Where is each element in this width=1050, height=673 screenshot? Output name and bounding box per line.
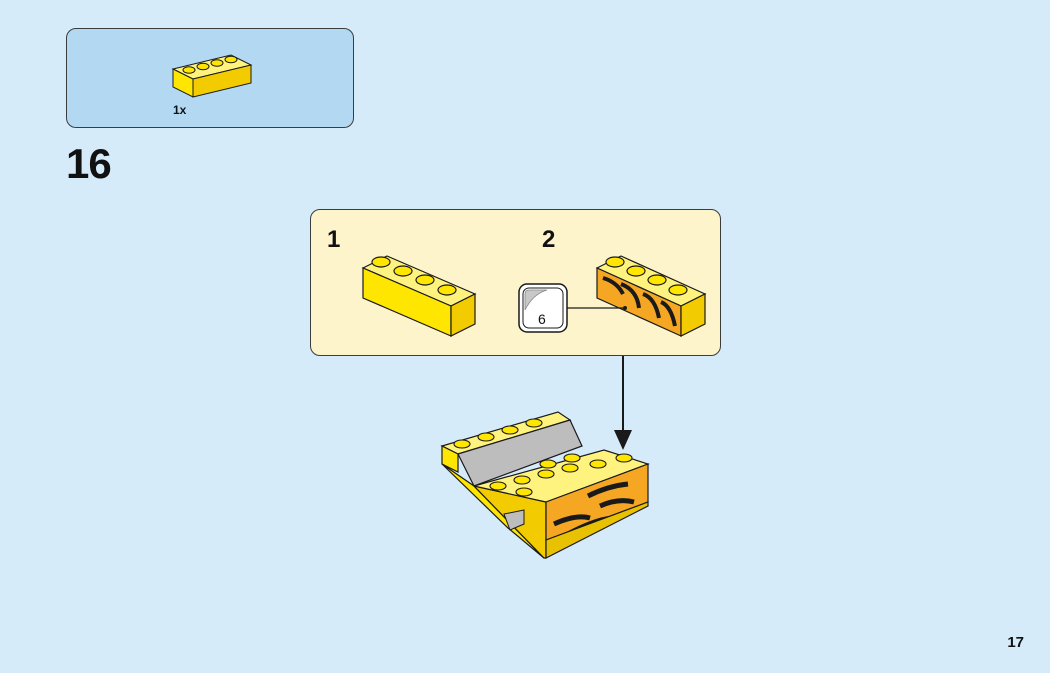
partial-car-body-assembly-icon <box>440 411 650 559</box>
step-number: 16 <box>66 140 112 187</box>
arrow-down-icon <box>614 356 632 450</box>
sticker-number: 6 <box>538 311 546 327</box>
page-number: 17 <box>1007 634 1024 651</box>
substep-2-label: 2 <box>542 226 556 253</box>
substep-panel: 1 2 <box>310 209 721 356</box>
part-quantity: 1x <box>173 103 187 117</box>
parts-list-panel: 1x <box>66 28 354 128</box>
brick-1x4-yellow-icon <box>171 54 253 98</box>
sticker-callout-icon <box>518 283 627 333</box>
substep-1-label: 1 <box>327 226 341 253</box>
brick-1x4-yellow-icon <box>361 255 477 337</box>
brick-1x4-tiger-sticker-icon <box>595 255 707 337</box>
